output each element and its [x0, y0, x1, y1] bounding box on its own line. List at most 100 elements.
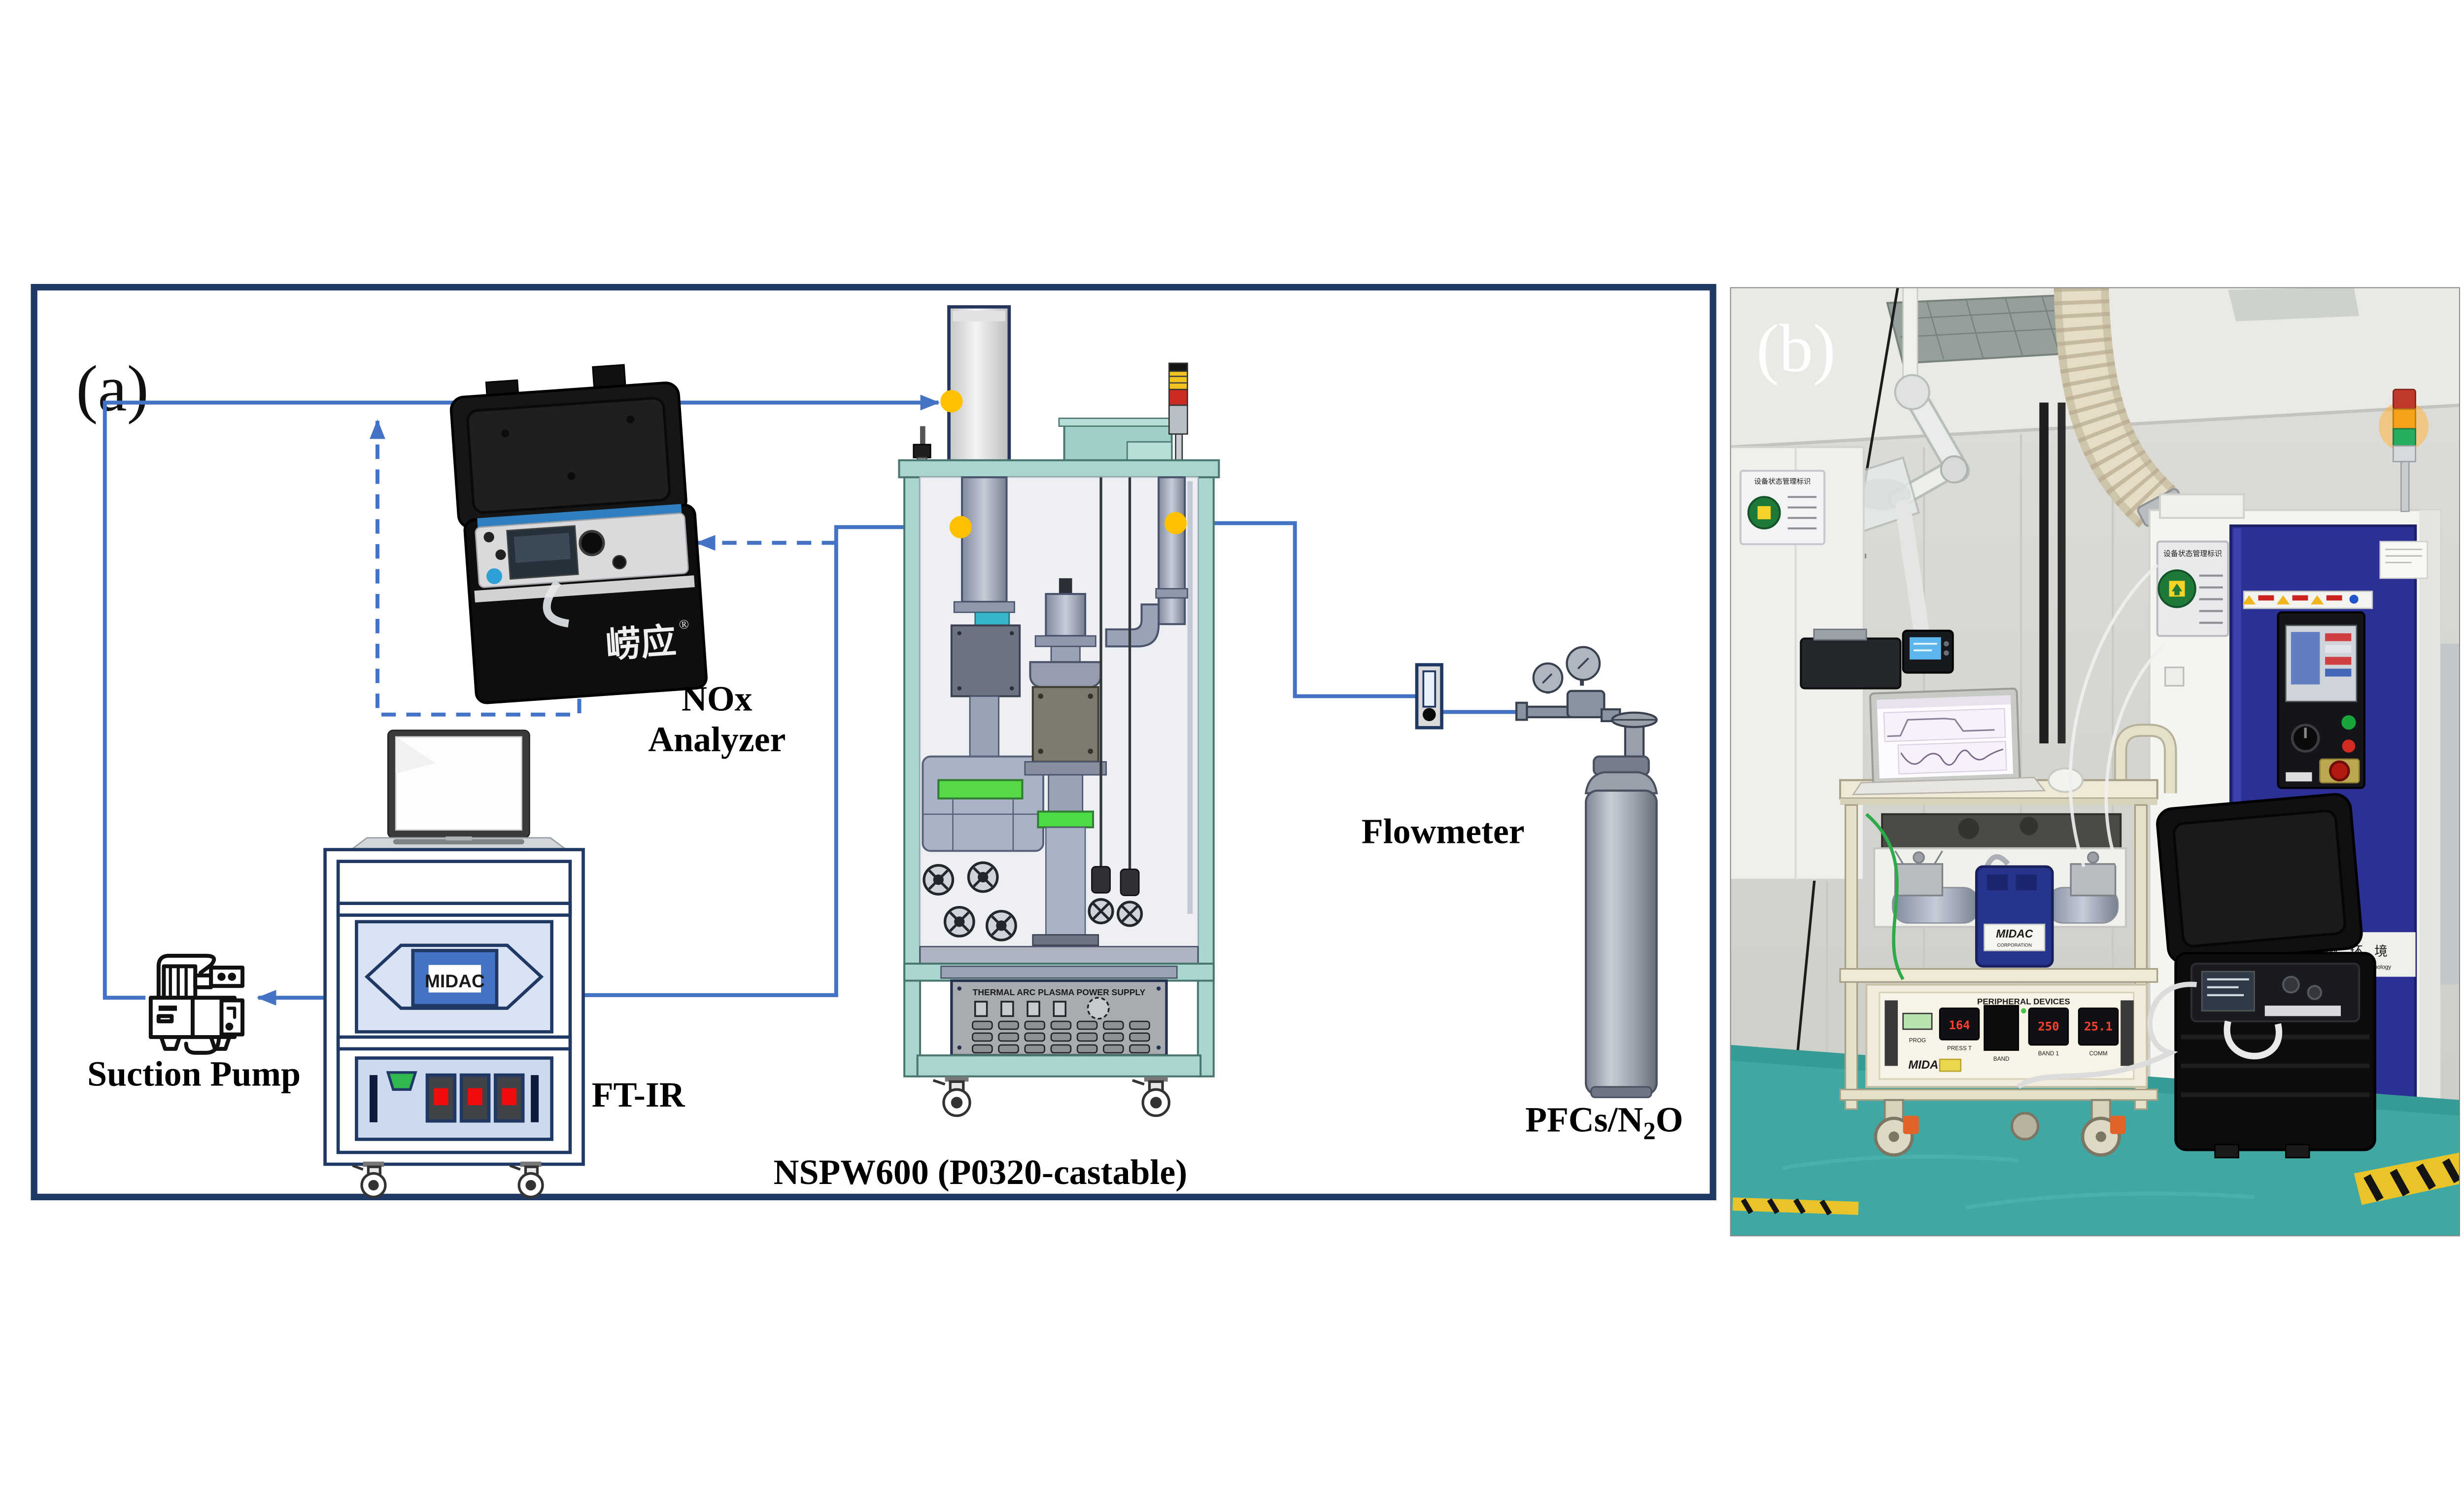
ftir-red-buttons [425, 1073, 525, 1123]
photo-analyzer-case [2017, 793, 2376, 1158]
flowmeter-icon [1415, 663, 1443, 730]
signal-tower-icon [1168, 362, 1188, 464]
controller-comm [2078, 1008, 2119, 1046]
gas-feed-pipe [1105, 476, 1188, 648]
controller-band1-label: BAND 1 [2038, 1050, 2059, 1057]
suction-pump-icon [148, 954, 245, 1055]
panel-a-schematic: (a) Suctio [31, 284, 1716, 1201]
handheld-meter-screen [1910, 637, 1941, 660]
controller-press [1939, 1008, 1980, 1041]
power-supply-buttons [974, 997, 1110, 1020]
gas-cylinder-device [1515, 646, 1658, 1098]
exhaust-stack [947, 305, 1011, 469]
nspw600-label: NSPW600 (P0320-castable) [774, 1152, 1188, 1192]
edge-equipment [2440, 644, 2461, 985]
plasma-power-supply-panel: THERMAL ARC PLASMA POWER SUPPLY [950, 979, 1168, 1057]
analyzer-knob [579, 530, 605, 557]
photo-laptop [1852, 687, 2084, 796]
nox-analyzer-device: 崂应 ® [449, 364, 708, 704]
duct-sampling-dot [949, 516, 972, 538]
photo-ftir-spectrometer: MIDAC CORPORATION [1873, 813, 2127, 968]
machine-casters [932, 1076, 1170, 1117]
panel-a-border [31, 284, 1716, 1201]
panel-title-text: PERIPHERAL DEVICES [1977, 997, 2070, 1006]
cart-casters [1874, 1099, 2126, 1157]
controller-band1 [2028, 1008, 2069, 1046]
cabinet-status-sign: 设备状态管理标识 [1739, 470, 1826, 545]
controller-press-reading: 164 [1949, 1018, 1970, 1032]
flowmeter-label: Flowmeter [1362, 811, 1525, 851]
photo-midac-brand: MIDAC [1996, 927, 2033, 940]
outlet-valve-cluster [2070, 851, 2117, 897]
nox-analyzer-label-line1: NOx [682, 679, 753, 719]
rack-casters [352, 1161, 544, 1199]
analyzer-case-brand: 崂应 [604, 621, 678, 665]
power-indicator [386, 1071, 417, 1091]
ftir-label: FT-IR [592, 1075, 685, 1114]
tank-sight-glass [937, 779, 1024, 800]
green-cable [1865, 813, 1905, 980]
ftir-midac-text: MIDAC [425, 971, 485, 991]
machine-status-sign: 设备状态管理标识 [2156, 540, 2229, 637]
gas-label-suffix: O [1656, 1100, 1683, 1139]
duct-sample-to-ftir-line [554, 525, 951, 1003]
nox-analyzer-label-line2: Analyzer [648, 720, 786, 759]
analyzer-blue-button [486, 568, 502, 584]
controller-comm-reading: 25.1 [2084, 1020, 2113, 1034]
nox-analyzer-exhaust-dashed-line [369, 419, 582, 717]
laptop-trace-bottom [1900, 748, 2004, 766]
cabinet-sign-title: 设备状态管理标识 [1754, 478, 1811, 486]
cart-mid-shelf [1839, 968, 2158, 983]
door-green-button [2341, 715, 2356, 730]
flexible-exhaust-duct [2053, 287, 2186, 528]
flowmeter-to-reactor-line [1186, 515, 1417, 698]
gas-cylinder-label: PFCs/N2O [1525, 1100, 1683, 1145]
power-supply-title: THERMAL ARC PLASMA POWER SUPPLY [973, 987, 1146, 997]
door-red-button [2342, 739, 2356, 753]
peripheral-devices-panel: PERIPHERAL DEVICES PROG 164 PRESS T BAND… [1865, 983, 2148, 1088]
background-black-box [1800, 637, 1902, 690]
machine-deck [898, 459, 1220, 479]
pressure-regulator-icon [1515, 646, 1621, 723]
band-window [1984, 1005, 2019, 1051]
gas-injection-dot [1164, 512, 1187, 534]
photo-signal-tower [2379, 388, 2429, 512]
cylinder-valve-icon [1611, 711, 1658, 758]
hazard-floor-tape [1732, 1152, 2461, 1216]
laptop-icon [349, 730, 568, 850]
band-window-label: BAND [1993, 1056, 2009, 1062]
suction-pump-label: Suction Pump [87, 1054, 301, 1093]
controller-comm-label: COMM [2089, 1050, 2107, 1057]
ftir-rack [323, 848, 585, 1166]
controller-band1-reading: 250 [2038, 1020, 2059, 1034]
emergency-stop [2319, 758, 2360, 784]
prog-lcd [1902, 1012, 1933, 1030]
door-control-panel [2277, 611, 2365, 789]
gas-label-subscript: 2 [1643, 1117, 1655, 1145]
inlet-valve-cluster [1894, 850, 1944, 897]
reactor-duct [961, 476, 1008, 603]
cylinder-body [1584, 789, 1658, 1096]
analyzer-brand-mark: ® [679, 617, 689, 632]
machine-sign-title: 设备状态管理标识 [2163, 550, 2222, 558]
handheld-meter [1902, 629, 1954, 674]
panel-b-label: (b) [1756, 311, 1836, 386]
tape-roll [2047, 767, 2084, 793]
power-supply-louvers [972, 1020, 1150, 1054]
duct-inlet-port [2158, 493, 2245, 519]
sample-tube [2224, 1020, 2283, 1060]
panel-b-photo: 设备状态管理标识 [1730, 287, 2461, 1237]
caster-brake-lever [1903, 1115, 1919, 1134]
clear-tubing [2068, 563, 2166, 868]
nspw600-machine: THERMAL ARC PLASMA POWER SUPPLY [898, 305, 1220, 1117]
case-latch-icon [592, 364, 626, 389]
controller-press-label: PRESS T [1947, 1045, 1972, 1052]
plasma-torch-assembly [1024, 578, 1107, 946]
stack-top-sampling-dot [940, 390, 963, 413]
laptop-trace-top [1887, 718, 1995, 737]
prog-label: PROG [1909, 1038, 1926, 1044]
sampling-point-dots [940, 390, 1187, 538]
caster-brake-lever [2110, 1115, 2126, 1134]
